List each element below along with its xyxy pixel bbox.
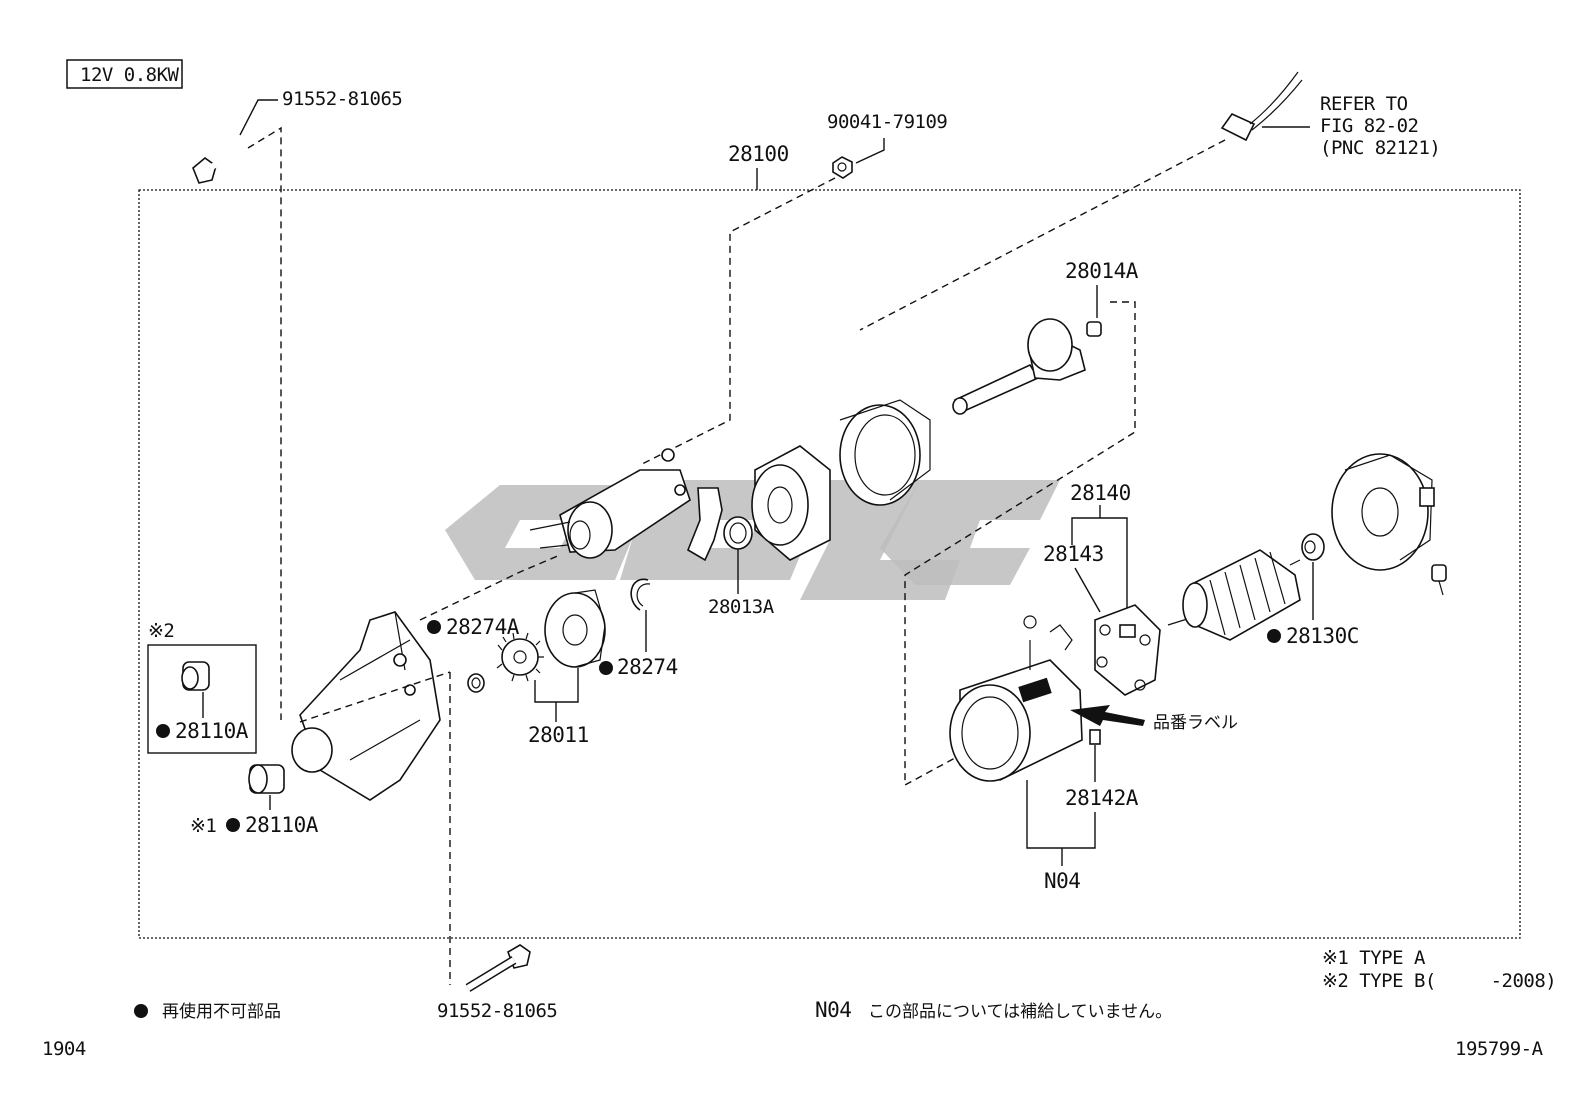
bushing-a-bullet: [226, 818, 240, 832]
label-arrow: [1070, 705, 1145, 726]
small-bushing-part: [1086, 321, 1102, 337]
part-number-label-mark: [1018, 677, 1052, 703]
spec-box: [66, 59, 183, 89]
end-screw-part: [1431, 564, 1447, 596]
lever-part: [687, 487, 723, 562]
brush-holder-part: [1094, 604, 1161, 696]
yoke-label: N04: [1044, 869, 1080, 893]
spec-text: 12V 0.8KW: [80, 64, 180, 86]
stop-collar-bullet: [427, 620, 441, 634]
legend-bullet-note: 再使用不可部品: [162, 1001, 281, 1022]
pinion-shaft-part: [952, 318, 1086, 415]
footer-right: 195799-A: [1455, 1038, 1544, 1060]
bolt-top-label: 91552-81065: [282, 88, 402, 110]
center-housing-part: [751, 445, 831, 561]
nut-label: 90041-79109: [827, 111, 947, 133]
bushing-a-part: [248, 764, 285, 794]
snap-ring-label: 28274: [617, 655, 678, 679]
lever-bushing-label: 28013A: [708, 596, 775, 618]
type-a-mark: ※1: [190, 815, 216, 837]
refer-line-2: FIG 82-02: [1320, 115, 1418, 137]
legend-bullet: [134, 1004, 148, 1018]
armature-part: [1167, 549, 1301, 641]
stop-collar-label: 28274A: [446, 615, 520, 639]
brush-holder-label: 28143: [1043, 542, 1104, 566]
brush-spring-label: 28142A: [1065, 786, 1139, 810]
refer-line-3: (PNC 82121): [1320, 137, 1440, 159]
bolt-bottom-part: [465, 944, 531, 992]
footer-left: 1904: [42, 1038, 86, 1060]
label-arrow-text: 品番ラベル: [1153, 713, 1238, 733]
legend-type-b: ※2 TYPE B( -2008): [1322, 970, 1556, 992]
pinion-clutch-label: 28011: [528, 723, 589, 747]
bolt-bottom-label: 91552-81065: [437, 1000, 557, 1022]
end-frame-part: [1331, 453, 1435, 571]
end-bushing-label: 28130C: [1286, 624, 1359, 648]
type-b-mark: ※2: [148, 620, 174, 642]
lever-bushing-part: [723, 516, 753, 550]
legend-n04-note: この部品については補給していません。: [868, 1002, 1172, 1022]
legend-n04-code: N04: [815, 998, 851, 1022]
assembly-number: 28100: [728, 142, 789, 166]
bushing-b-part: [181, 661, 210, 691]
end-bushing-part: [1301, 533, 1325, 561]
yoke-part: [949, 615, 1101, 782]
assembly-frame: [138, 189, 1521, 939]
solenoid-part: [529, 448, 691, 559]
drive-housing-part: [291, 611, 441, 801]
ring-gear-part: [839, 399, 931, 506]
nut-part: [832, 156, 853, 179]
clutch-part: [544, 589, 606, 668]
refer-line-1: REFER TO: [1320, 93, 1408, 115]
brush-holder-group-label: 28140: [1070, 481, 1131, 505]
bushing-b-bullet: [156, 724, 170, 738]
stop-collar-part: [467, 673, 485, 693]
legend-type-a: ※1 TYPE A: [1322, 947, 1426, 969]
snap-ring-bullet: [599, 661, 613, 675]
end-bushing-bullet: [1267, 629, 1281, 643]
connector-part: [1220, 71, 1303, 142]
bushing-a-label: 28110A: [245, 813, 319, 837]
bushing-b-label: 28110A: [175, 719, 249, 743]
snap-ring-part: [630, 578, 651, 611]
pinion-gear-part: [496, 632, 544, 682]
bolt-top-part: [192, 137, 259, 184]
pinion-shaft-label: 28014A: [1065, 259, 1139, 283]
